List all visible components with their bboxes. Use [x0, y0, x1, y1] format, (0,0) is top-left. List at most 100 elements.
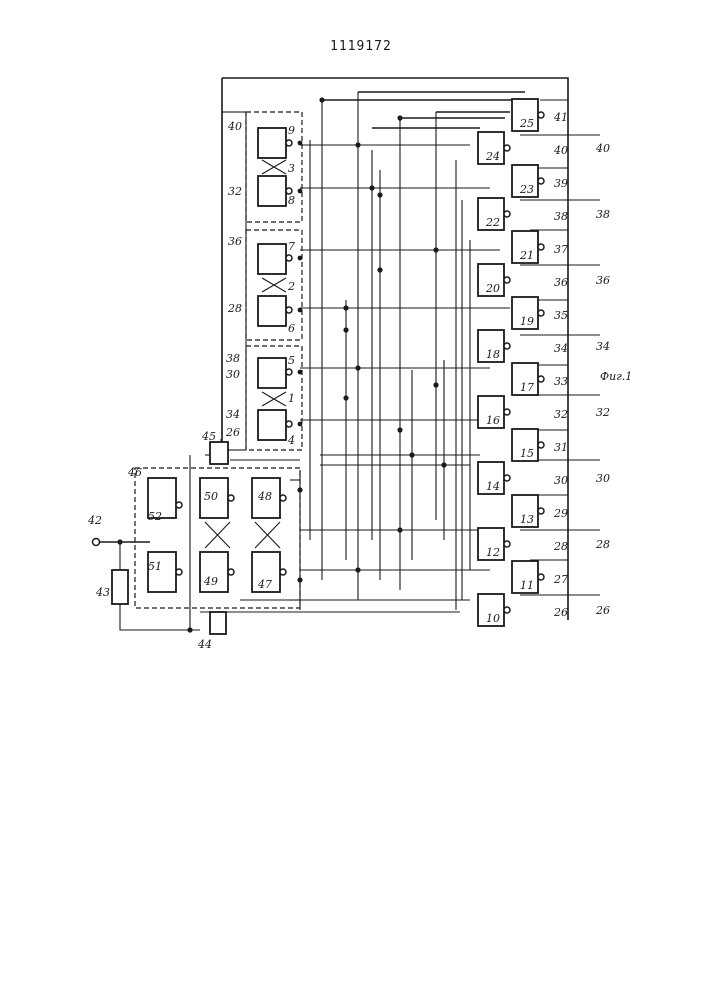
gate-bubble-19: [537, 309, 545, 317]
gate-22: [477, 197, 505, 231]
gate-label-25: 25: [519, 117, 534, 130]
control-group-46: [134, 467, 301, 609]
gate-23: [511, 164, 539, 198]
junction-dots: [117, 97, 447, 633]
gate-11: [511, 560, 539, 594]
label-9: 9: [288, 124, 295, 137]
label-36-left: 36: [228, 235, 242, 248]
output-label-29: 29: [553, 507, 568, 520]
label-52: 52: [148, 510, 162, 523]
gate-16: [477, 395, 505, 429]
output-label-36: 36: [554, 276, 568, 289]
gate-bubble-14: [503, 474, 511, 482]
gate-25: [511, 98, 539, 132]
gate-label-18: 18: [486, 348, 500, 361]
label-30-left: 30: [226, 368, 240, 381]
label-47: 47: [257, 578, 272, 591]
gate-13: [511, 494, 539, 528]
labels: 9 3 8 7 2 6 5 1 4 40 32 36 28 38 30 34 2…: [87, 120, 632, 651]
label-43: 43: [95, 586, 110, 599]
gate-label-23: 23: [519, 183, 534, 196]
output-label-26: 26: [553, 606, 568, 619]
bus-label-34: 34: [596, 340, 610, 353]
label-44: 44: [197, 638, 212, 651]
output-label-32: 32: [554, 408, 568, 421]
gate-label-24: 24: [485, 150, 500, 163]
gate-bubble-23: [537, 177, 545, 185]
label-40-left: 40: [227, 120, 242, 133]
gate-label-12: 12: [486, 546, 500, 559]
label-34-left: 34: [226, 408, 240, 421]
label-5: 5: [288, 354, 295, 367]
output-label-35: 35: [554, 309, 568, 322]
output-label-28: 28: [553, 540, 568, 553]
gate-label-11: 11: [520, 579, 534, 592]
output-label-27: 27: [553, 573, 568, 586]
output-label-34: 34: [554, 342, 568, 355]
wires: [96, 77, 600, 631]
gate-17: [511, 362, 539, 396]
trigger-3: [245, 111, 303, 223]
label-6: 6: [288, 322, 295, 335]
bus-label-40: 40: [595, 142, 610, 155]
label-49: 49: [203, 575, 218, 588]
doc-number: 1119172: [330, 39, 392, 54]
label-38-left: 38: [226, 352, 240, 365]
gate-bubble-12: [503, 540, 511, 548]
gate-label-14: 14: [486, 480, 500, 493]
block-44: [209, 611, 227, 635]
gate-bubble-16: [503, 408, 511, 416]
figure-caption: Фиг.1: [600, 370, 632, 383]
label-42: 42: [87, 514, 102, 527]
gate-24: [477, 131, 505, 165]
label-45: 45: [201, 430, 216, 443]
gate-10: [477, 593, 505, 627]
gate-bubble-15: [537, 441, 545, 449]
output-label-41: 41: [553, 111, 568, 124]
label-8: 8: [288, 194, 295, 207]
gate-bubble-11: [537, 573, 545, 581]
label-4: 4: [287, 434, 295, 447]
output-label-39: 39: [554, 177, 568, 190]
gate-label-15: 15: [520, 447, 534, 460]
label-3: 3: [288, 162, 295, 175]
gate-label-16: 16: [486, 414, 500, 427]
label-7: 7: [288, 240, 295, 253]
output-label-31: 31: [554, 441, 568, 454]
gate-label-13: 13: [520, 513, 534, 526]
bus-label-38: 38: [596, 208, 610, 221]
label-50: 50: [204, 490, 218, 503]
block-45: [209, 441, 229, 465]
gate-bubble-22: [503, 210, 511, 218]
gate-bubble-25: [537, 111, 545, 119]
gate-20: [477, 263, 505, 297]
output-label-40: 40: [553, 144, 568, 157]
label-32-left: 32: [228, 185, 242, 198]
gate-label-17: 17: [520, 381, 534, 394]
label-51: 51: [148, 560, 162, 573]
label-28-left: 28: [227, 302, 242, 315]
label-1: 1: [288, 392, 295, 405]
gate-label-19: 19: [520, 315, 534, 328]
output-label-37: 37: [554, 243, 568, 256]
gate-bubble-24: [503, 144, 511, 152]
gate-label-10: 10: [486, 612, 500, 625]
gate-bubble-20: [503, 276, 511, 284]
input-terminal-42: [91, 537, 101, 547]
label-48: 48: [257, 490, 272, 503]
block-43: [111, 569, 129, 605]
trigger-1: [245, 345, 303, 451]
gate-bubble-21: [537, 243, 545, 251]
trigger-bracket: [221, 111, 247, 451]
output-label-38: 38: [554, 210, 568, 223]
bus-label-28: 28: [595, 538, 610, 551]
bus-label-30: 30: [596, 472, 610, 485]
gate-label-22: 22: [485, 216, 500, 229]
bus-label-26: 26: [595, 604, 610, 617]
gate-bubble-18: [503, 342, 511, 350]
label-46: 46: [127, 466, 142, 479]
